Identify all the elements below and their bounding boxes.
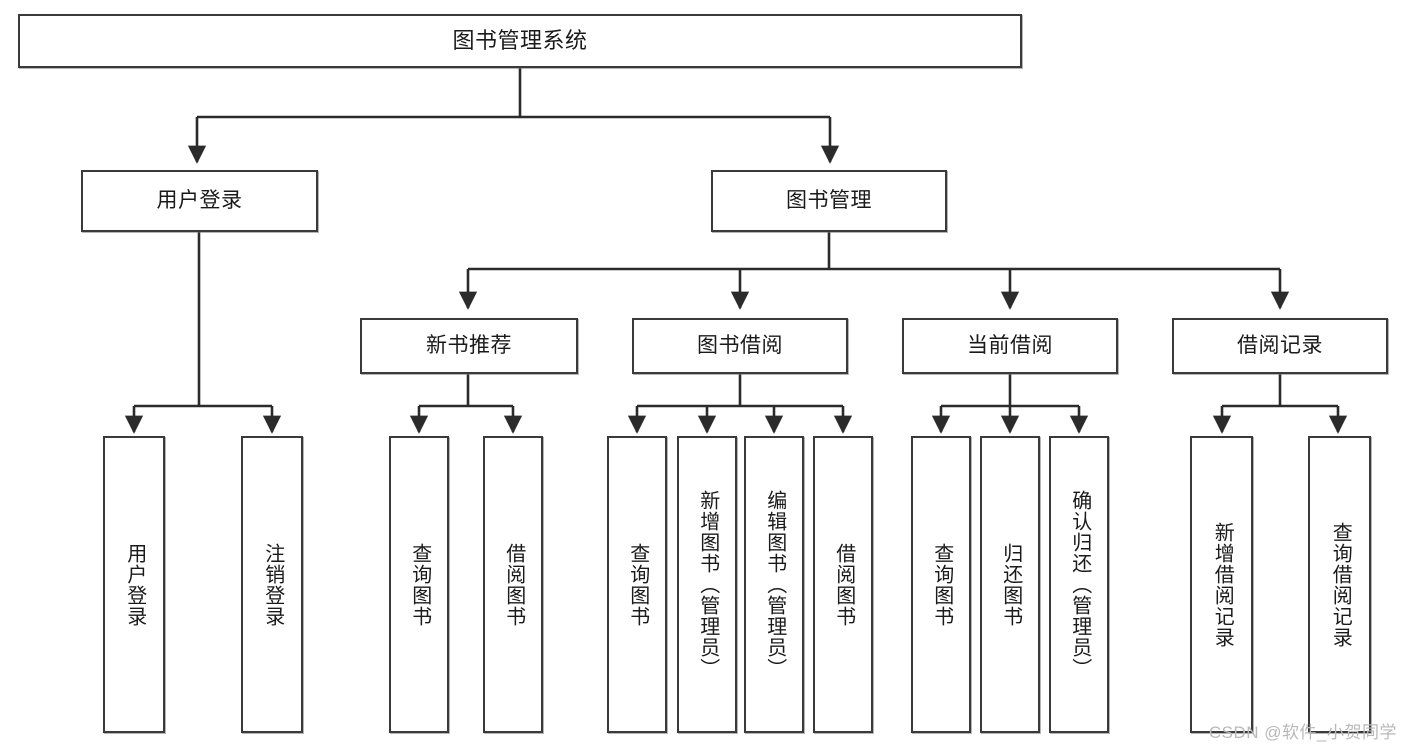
node-label: 图书管理 [786,188,872,212]
node-label: 确认归还（管理员） [1068,490,1091,679]
node-label: 新书推荐 [426,333,512,357]
leaf-borrow-book-newbook[interactable]: 借阅图书 [483,436,543,733]
node-label: 借阅图书 [502,542,525,627]
node-borrow-record[interactable]: 借阅记录 [1172,318,1388,374]
leaf-query-book-borrow[interactable]: 查询图书 [607,436,667,733]
node-label: 借阅记录 [1237,333,1323,357]
node-label: 查询图书 [408,542,431,627]
node-book-management[interactable]: 图书管理 [711,170,947,232]
csdn-watermark: CSDN @软件_小贺同学 [1208,723,1397,742]
leaf-logout[interactable]: 注销登录 [241,436,303,733]
leaf-query-book-current[interactable]: 查询图书 [911,436,971,733]
node-label: 图书借阅 [697,333,783,357]
node-label: 查询图书 [626,542,649,627]
leaf-query-book-newbook[interactable]: 查询图书 [389,436,449,733]
node-label: 用户登录 [123,542,146,627]
leaf-user-login[interactable]: 用户登录 [103,436,165,733]
leaf-add-book-admin[interactable]: 新增图书（管理员） [677,436,737,733]
node-label: 借阅图书 [832,542,855,627]
node-new-book-recommend[interactable]: 新书推荐 [360,318,578,374]
node-label: 新增借阅记录 [1211,521,1234,648]
leaf-return-book[interactable]: 归还图书 [980,436,1040,733]
node-root-system[interactable]: 图书管理系统 [18,14,1022,68]
node-label: 查询借阅记录 [1329,521,1352,648]
node-label: 归还图书 [999,542,1022,627]
node-label: 编辑图书（管理员） [763,490,786,679]
node-label: 注销登录 [261,542,284,627]
node-user-login[interactable]: 用户登录 [81,170,318,232]
node-label: 图书管理系统 [452,28,588,54]
node-label: 查询图书 [930,542,953,627]
node-label: 新增图书（管理员） [696,490,719,679]
leaf-add-borrow-record[interactable]: 新增借阅记录 [1190,436,1253,733]
node-current-borrow[interactable]: 当前借阅 [902,318,1118,374]
leaf-query-borrow-record[interactable]: 查询借阅记录 [1308,436,1371,733]
leaf-borrow-book[interactable]: 借阅图书 [813,436,873,733]
node-label: 用户登录 [156,188,243,212]
leaf-edit-book-admin[interactable]: 编辑图书（管理员） [744,436,804,733]
node-book-borrow[interactable]: 图书借阅 [632,318,848,374]
leaf-confirm-return-admin[interactable]: 确认归还（管理员） [1049,436,1109,733]
node-label: 当前借阅 [967,333,1053,357]
